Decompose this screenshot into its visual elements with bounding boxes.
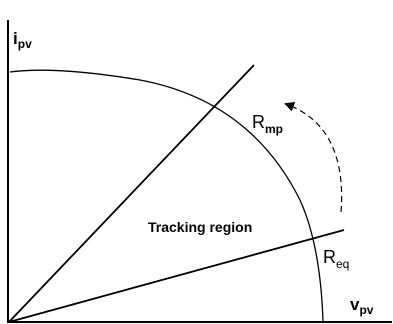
iv-curve (9, 69, 324, 323)
dashed-arrow (284, 102, 343, 213)
y-axis-label: ipv (13, 29, 32, 51)
rmp-label: Rmp (252, 112, 283, 136)
rmp-line (8, 64, 255, 323)
tracking-region-label: Tracking region (148, 219, 252, 235)
req-label: Req (323, 247, 349, 271)
x-axis-label: vpv (350, 295, 374, 317)
req-line (8, 229, 345, 323)
